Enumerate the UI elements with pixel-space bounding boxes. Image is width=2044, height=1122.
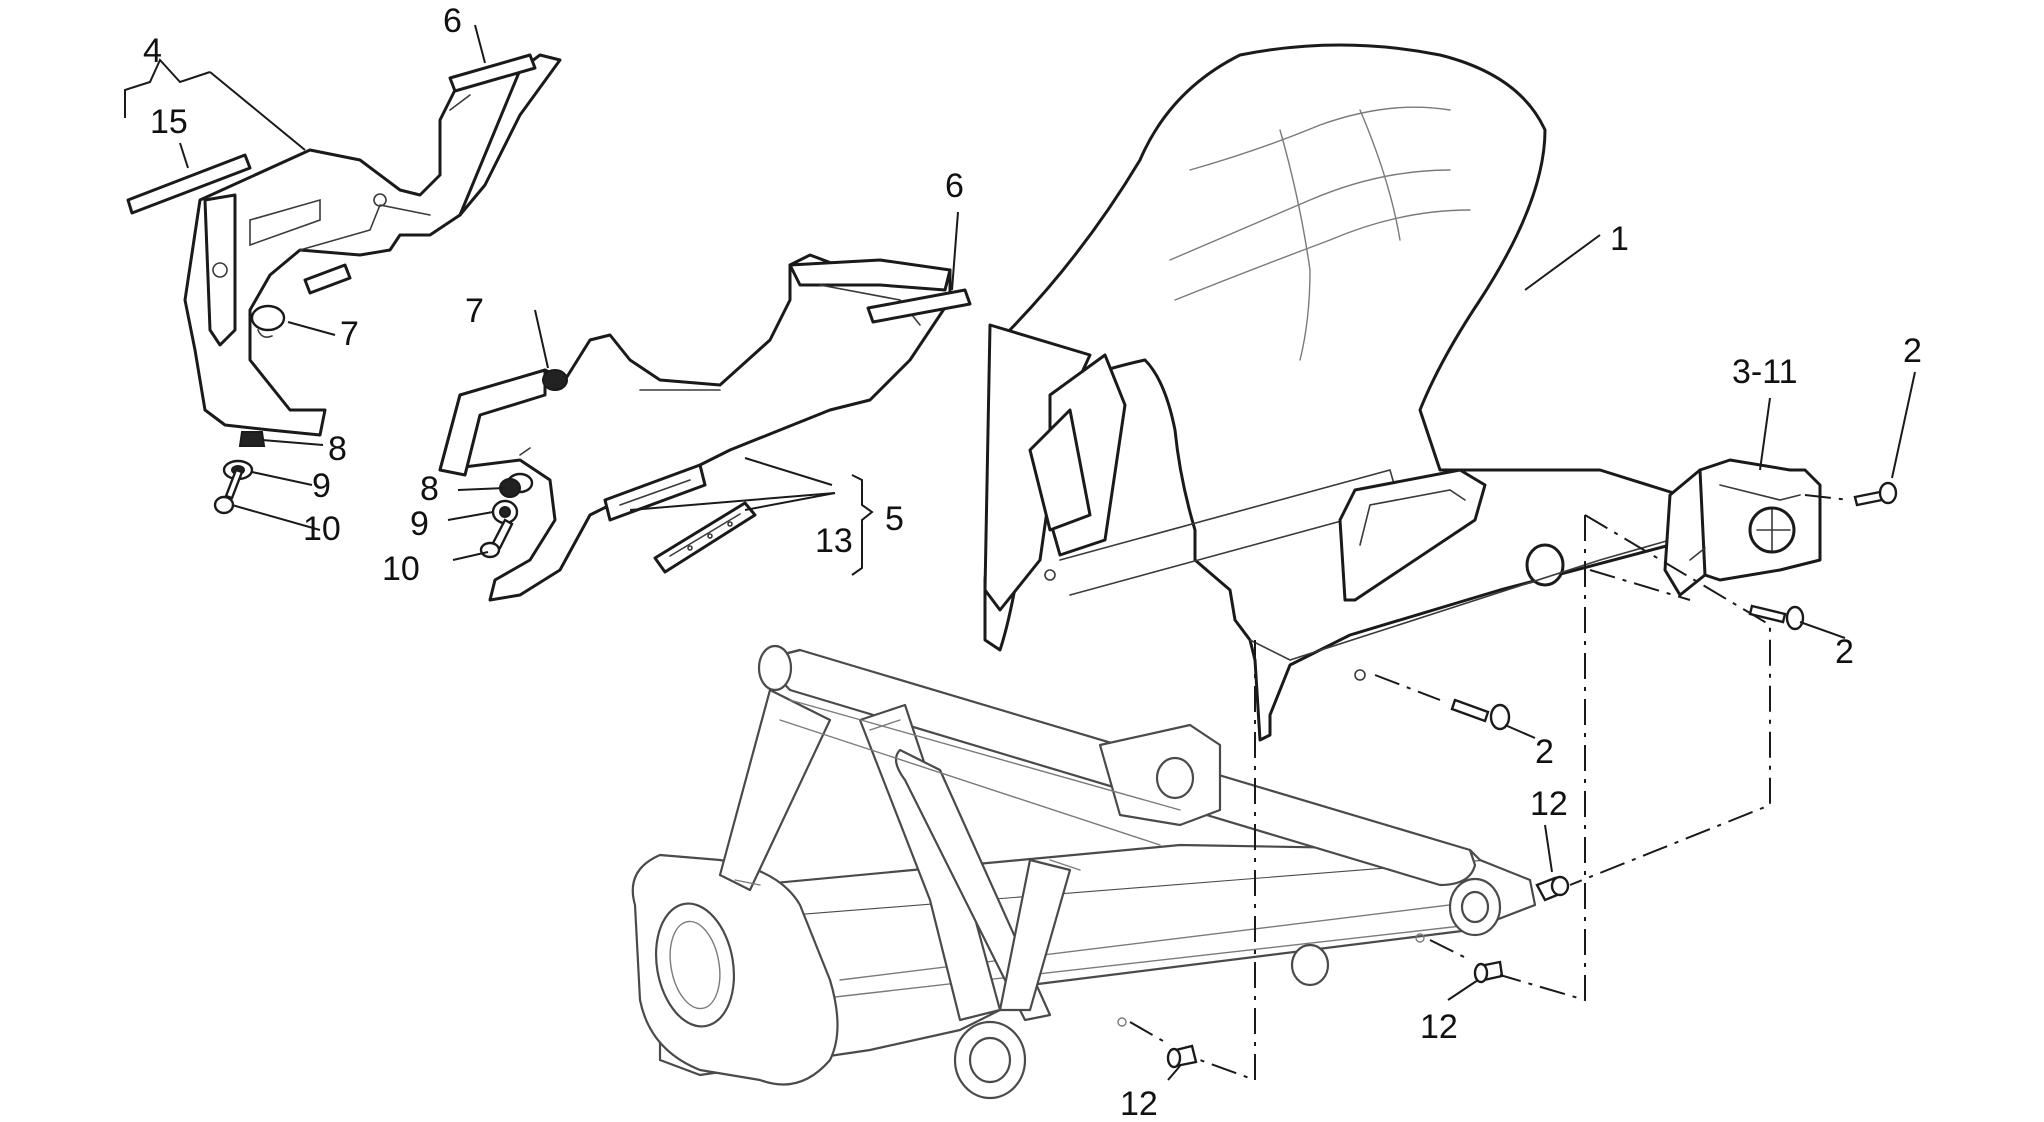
leader-lines xyxy=(124,24,1916,1081)
rubber-strip-part-6-right xyxy=(866,288,972,324)
bushing-part-12-lower xyxy=(1166,1044,1198,1069)
callout-8-left: 8 xyxy=(328,430,347,468)
rear-fender-part-1 xyxy=(983,43,1687,742)
callout-12-right: 12 xyxy=(1530,785,1568,823)
callout-5: 5 xyxy=(885,500,904,538)
spacer-part-8-left xyxy=(238,431,266,447)
rubber-strip-part-6-upper xyxy=(448,53,537,93)
reflector-strip-part-13 xyxy=(653,501,757,574)
callout-3-11: 3-11 xyxy=(1732,353,1798,391)
callout-labels: 1 2 2 2 3-11 4 5 6 6 7 7 8 8 9 9 10 10 1… xyxy=(143,2,1922,1122)
callout-7-left: 7 xyxy=(340,315,359,353)
callout-6-right: 6 xyxy=(945,167,964,205)
grommet-part-7-left xyxy=(250,304,286,338)
callout-9-left: 9 xyxy=(312,467,331,505)
callout-9-center: 9 xyxy=(410,505,429,543)
callout-1: 1 xyxy=(1610,220,1629,258)
assembly-phantom-lines xyxy=(1129,494,1851,1082)
callout-12-lower: 12 xyxy=(1120,1085,1158,1122)
screw-part-10-center xyxy=(479,518,514,559)
screw-part-10-left xyxy=(213,468,244,515)
callout-2-middle: 2 xyxy=(1835,633,1854,671)
callout-10-left: 10 xyxy=(303,510,341,548)
callout-6-upper: 6 xyxy=(443,2,462,40)
callout-4: 4 xyxy=(143,32,162,70)
callout-10-center: 10 xyxy=(382,550,420,588)
spacer-part-8-center xyxy=(499,447,534,498)
center-guard-assembly-part-5 xyxy=(438,253,952,602)
left-guard-assembly-part-4 xyxy=(183,53,562,437)
callout-2-lower: 2 xyxy=(1535,733,1554,771)
callout-15: 15 xyxy=(150,103,188,141)
callout-7-center: 7 xyxy=(465,292,484,330)
callout-12-middle: 12 xyxy=(1420,1008,1458,1046)
rubber-strip-part-15 xyxy=(126,153,252,215)
screw-part-2-top xyxy=(1853,481,1898,507)
chain-guard-part-3-11 xyxy=(1663,458,1822,597)
bushing-part-12-middle xyxy=(1473,960,1504,984)
swingarm xyxy=(631,644,1537,1100)
callout-13: 13 xyxy=(815,522,853,560)
screw-part-2-lower xyxy=(1450,698,1511,731)
callout-2-top: 2 xyxy=(1903,332,1922,370)
callout-8-center: 8 xyxy=(420,470,439,508)
bushing-part-12-right xyxy=(1535,875,1570,902)
screw-part-2-middle xyxy=(1748,604,1805,631)
